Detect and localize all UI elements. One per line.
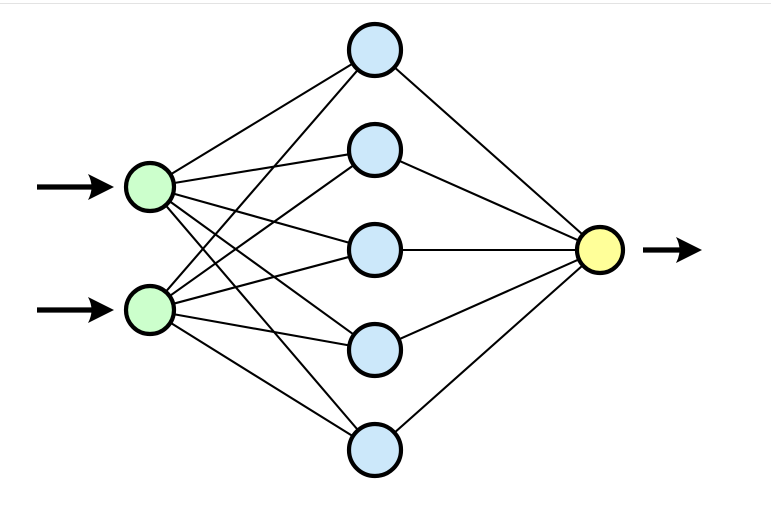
input-arrow-top bbox=[37, 174, 114, 200]
neuron-node-h1[interactable] bbox=[346, 21, 404, 79]
connection-edge bbox=[163, 203, 360, 433]
connection-edge bbox=[171, 312, 352, 347]
connection-edge bbox=[171, 255, 352, 306]
neuron-node-h5[interactable] bbox=[346, 421, 404, 479]
io-arrows-group bbox=[37, 174, 702, 323]
connection-edge bbox=[396, 159, 581, 243]
connection-edge bbox=[396, 257, 581, 341]
neuron-node-h4[interactable] bbox=[346, 321, 404, 379]
connection-edge bbox=[392, 65, 585, 237]
connection-edge bbox=[392, 263, 585, 435]
connection-edge bbox=[171, 192, 352, 245]
neuron-node-o1[interactable] bbox=[574, 224, 626, 276]
connection-edge bbox=[167, 199, 356, 337]
neuron-node-i2[interactable] bbox=[123, 283, 177, 337]
connection-edge bbox=[168, 321, 355, 438]
connection-edge bbox=[164, 67, 360, 294]
neuron-node-h3[interactable] bbox=[346, 221, 404, 279]
output-arrow-head bbox=[676, 237, 702, 263]
connection-edge bbox=[167, 163, 356, 298]
connection-edge bbox=[168, 61, 355, 177]
input-arrow-top-head bbox=[88, 174, 114, 200]
top-divider-hairline bbox=[0, 3, 771, 4]
neuron-nodes-group bbox=[123, 21, 626, 479]
neuron-node-i1[interactable] bbox=[123, 160, 177, 214]
input-arrow-bottom-head bbox=[88, 297, 114, 323]
connection-edges-group bbox=[163, 61, 585, 438]
output-arrow bbox=[643, 237, 702, 263]
input-arrow-bottom bbox=[37, 297, 114, 323]
connection-edge bbox=[171, 153, 352, 185]
neuron-node-h2[interactable] bbox=[346, 121, 404, 179]
